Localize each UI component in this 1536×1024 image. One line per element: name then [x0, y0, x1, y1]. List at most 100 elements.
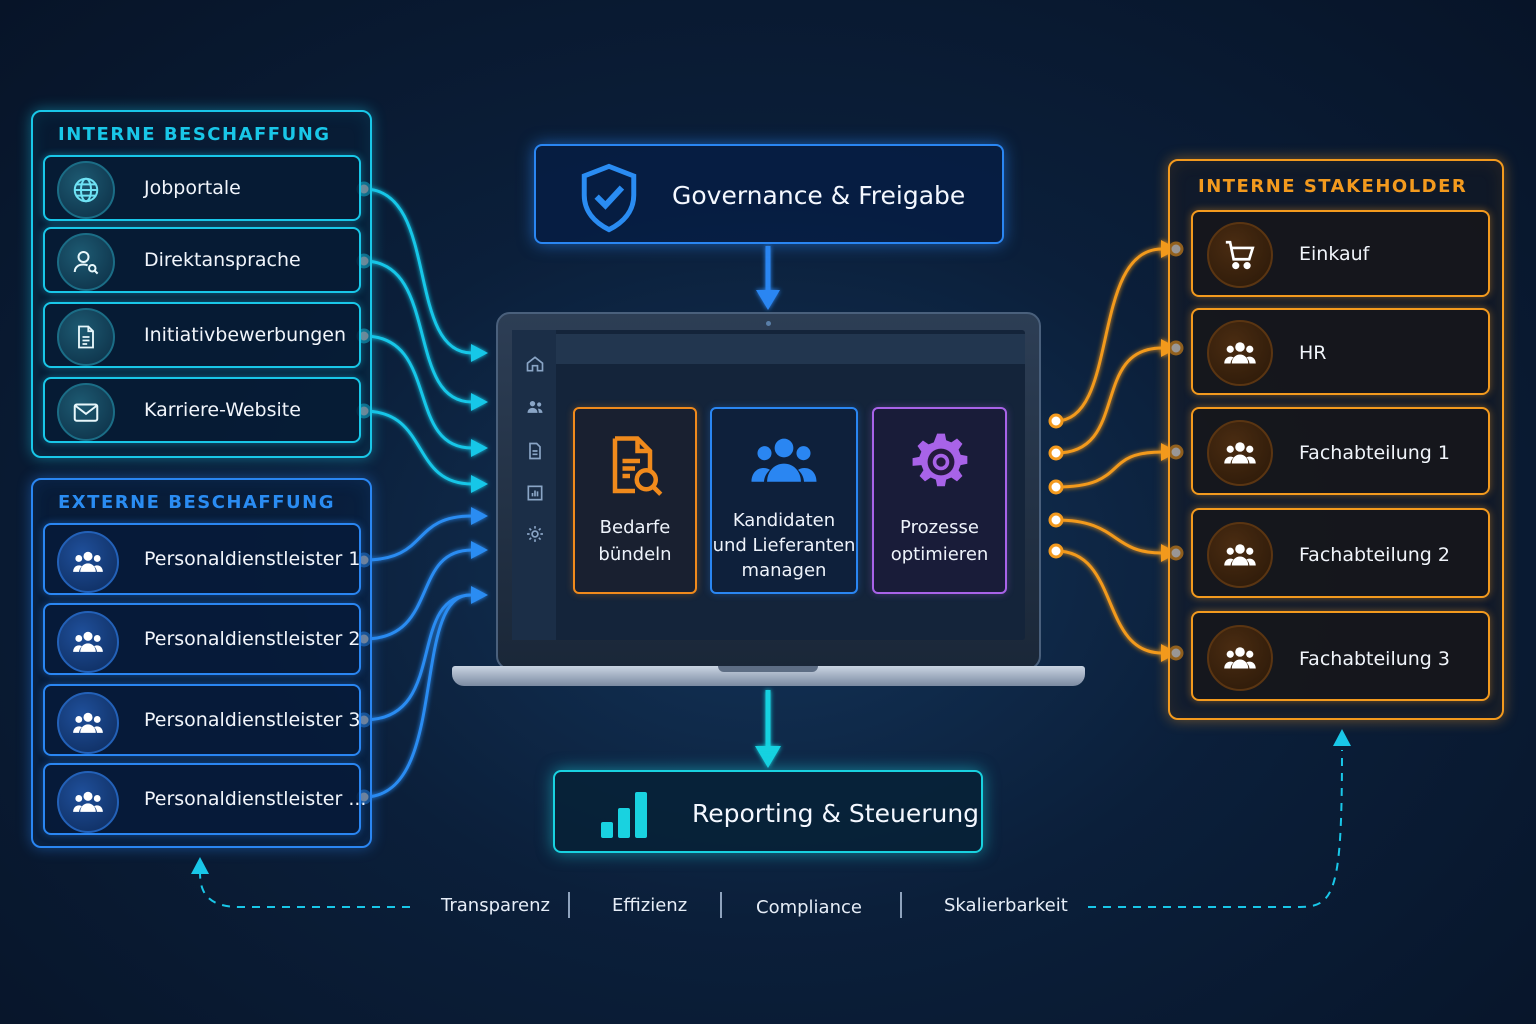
users-icon — [750, 435, 818, 491]
arrowhead — [471, 586, 488, 604]
laptop-notch — [718, 666, 818, 672]
node-dot — [1048, 413, 1064, 429]
mail-icon — [57, 383, 115, 441]
connector-fach-2 — [1055, 518, 1163, 555]
user-search-icon — [57, 233, 115, 291]
stakeholder-item-fachabteilung-1[interactable]: Fachabteilung 1 — [1191, 407, 1490, 495]
node-dot — [1048, 543, 1064, 559]
card-label: Kandidaten — [732, 510, 836, 531]
document-icon — [57, 308, 115, 366]
card-label: optimieren — [890, 544, 989, 565]
gear-icon[interactable] — [524, 523, 546, 545]
users-icon — [1207, 522, 1273, 588]
connector-pdl-more — [363, 593, 471, 799]
users-icon[interactable] — [524, 396, 546, 418]
stakeholder-label: HR — [1299, 342, 1327, 364]
source-item-label: Personaldienstleister 3 — [144, 709, 361, 731]
source-item-pdl-2[interactable]: Personaldienstleister 2 — [43, 603, 361, 675]
source-item-initiativbewerbungen[interactable]: Initiativbewerbungen — [43, 302, 361, 368]
governance-box[interactable]: Governance & Freigabe — [534, 144, 1004, 244]
cart-icon — [1207, 222, 1273, 288]
arrowhead — [756, 290, 780, 310]
benefit-divider — [720, 892, 722, 918]
users-icon — [57, 692, 119, 754]
users-icon — [57, 531, 119, 593]
source-item-karriere-website[interactable]: Karriere-Website — [43, 377, 361, 443]
card-label: und Lieferanten — [712, 535, 856, 556]
benefit-divider — [568, 892, 570, 918]
stakeholder-item-fachabteilung-2[interactable]: Fachabteilung 2 — [1191, 508, 1490, 598]
source-item-direktansprache[interactable]: Direktansprache — [43, 227, 361, 293]
governance-label: Governance & Freigabe — [672, 181, 966, 210]
arrowhead — [191, 857, 209, 874]
connector-fach-3 — [1055, 549, 1163, 655]
globe-icon — [57, 161, 115, 219]
arrowhead — [471, 344, 488, 362]
card-label: managen — [741, 560, 827, 581]
connector-jobportale — [363, 187, 473, 355]
card-prozesse-optimieren[interactable]: Prozesse optimieren — [872, 407, 1007, 594]
source-item-label: Jobportale — [144, 177, 241, 199]
source-item-pdl-more[interactable]: Personaldienstleister ... — [43, 763, 366, 835]
source-item-label: Direktansprache — [144, 249, 301, 271]
users-icon — [57, 771, 119, 833]
source-item-pdl-1[interactable]: Personaldienstleister 1 — [43, 523, 361, 595]
benefit-divider — [900, 892, 902, 918]
external-sourcing-title: EXTERNE BESCHAFFUNG — [58, 492, 335, 513]
platform-topbar — [556, 334, 1025, 364]
benefit-effizienz: Effizienz — [612, 895, 688, 916]
arrowhead — [471, 439, 488, 457]
connector-fach-1 — [1055, 450, 1163, 489]
arrowhead — [471, 541, 488, 559]
arrowhead — [1333, 729, 1351, 746]
source-item-pdl-3[interactable]: Personaldienstleister 3 — [43, 684, 361, 756]
dashed-arrow-left — [199, 871, 410, 908]
benefit-transparenz: Transparenz — [441, 895, 550, 916]
stakeholder-label: Fachabteilung 3 — [1299, 648, 1450, 670]
connector-einkauf — [1055, 247, 1163, 423]
stakeholder-label: Einkauf — [1299, 243, 1370, 265]
node-dot — [1048, 479, 1064, 495]
gear-icon — [910, 431, 972, 497]
stakeholder-item-hr[interactable]: HR — [1191, 308, 1490, 395]
benefit-compliance: Compliance — [756, 897, 862, 918]
chart-icon[interactable] — [524, 482, 546, 504]
benefit-skalierbarkeit: Skalierbarkeit — [944, 895, 1068, 916]
internal-sourcing-title: INTERNE BESCHAFFUNG — [58, 124, 331, 145]
document-icon[interactable] — [524, 440, 546, 462]
users-icon — [1207, 320, 1273, 386]
source-item-label: Personaldienstleister 2 — [144, 628, 361, 650]
stakeholder-title: INTERNE STAKEHOLDER — [1198, 176, 1468, 197]
card-label: bündeln — [598, 544, 672, 565]
card-label: Bedarfe — [599, 517, 671, 538]
stakeholder-label: Fachabteilung 2 — [1299, 544, 1450, 566]
users-icon — [1207, 420, 1273, 486]
stakeholder-item-einkauf[interactable]: Einkauf — [1191, 210, 1490, 297]
dashed-arrow-right — [1088, 749, 1343, 908]
bar-chart-icon — [599, 790, 649, 842]
document-search-icon — [605, 433, 665, 503]
connector-initiativbewerbungen — [363, 334, 473, 450]
shield-check-icon — [576, 162, 642, 238]
source-item-label: Karriere-Website — [144, 399, 301, 421]
reporting-label: Reporting & Steuerung — [692, 799, 980, 828]
laptop-base — [452, 666, 1085, 686]
card-label: Prozesse — [900, 517, 979, 538]
source-item-label: Personaldienstleister 1 — [144, 548, 361, 570]
source-item-label: Initiativbewerbungen — [144, 324, 346, 346]
connector-direktansprache — [363, 259, 473, 404]
arrowhead — [471, 393, 488, 411]
reporting-box[interactable]: Reporting & Steuerung — [553, 770, 983, 853]
arrowhead — [471, 507, 488, 525]
connector-pdl-2 — [363, 548, 473, 641]
home-icon[interactable] — [524, 353, 546, 375]
connector-pdl-3 — [363, 593, 473, 722]
source-item-label: Personaldienstleister ... — [144, 788, 367, 810]
card-bedarfe-buendeln[interactable]: Bedarfe bündeln — [573, 407, 697, 594]
node-dot — [1048, 445, 1064, 461]
laptop-camera — [766, 321, 771, 326]
source-item-jobportale[interactable]: Jobportale — [43, 155, 361, 221]
stakeholder-label: Fachabteilung 1 — [1299, 442, 1450, 464]
stakeholder-item-fachabteilung-3[interactable]: Fachabteilung 3 — [1191, 611, 1490, 701]
card-kandidaten-lieferanten[interactable]: Kandidaten und Lieferanten managen — [710, 407, 858, 594]
